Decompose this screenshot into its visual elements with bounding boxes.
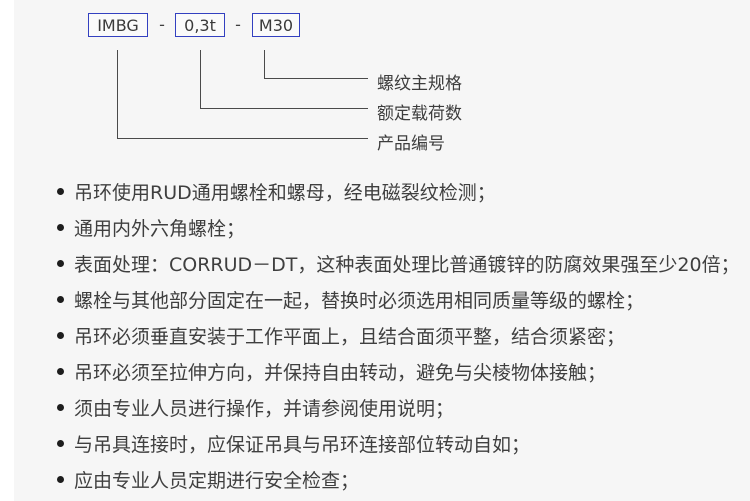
code-box-thread: M30: [252, 13, 300, 37]
usage-notes-list: 吊环使用RUD通用螺栓和螺母，经电磁裂纹检测； 通用内外六角螺栓； 表面处理：C…: [57, 173, 740, 497]
bullet-icon: [57, 475, 64, 483]
bullet-icon: [57, 187, 64, 195]
left-margin-strip: [0, 0, 14, 501]
connector-line-horizontal-thread: [264, 78, 368, 79]
separator-dash: -: [159, 15, 165, 34]
code-box-thread-label: M30: [258, 15, 294, 35]
list-item: 螺栓与其他部分固定在一起，替换时必须选用相同质量等级的螺栓；: [57, 281, 740, 317]
note-text: 通用内外六角螺栓；: [74, 217, 246, 240]
bullet-icon: [57, 439, 64, 447]
connector-line-vertical-thread: [264, 50, 265, 78]
list-item: 表面处理：CORRUD－DT，这种表面处理比普通镀锌的防腐效果强至少20倍；: [57, 245, 740, 281]
callout-thread-spec: 螺纹主规格: [377, 74, 462, 94]
note-text: 螺栓与其他部分固定在一起，替换时必须选用相同质量等级的螺栓；: [74, 289, 645, 312]
bullet-icon: [57, 295, 64, 303]
bullet-icon: [57, 403, 64, 411]
connector-line-horizontal-series: [117, 138, 368, 139]
code-box-load-label: 0,3t: [184, 15, 216, 35]
list-item: 须由专业人员进行操作，并请参阅使用说明；: [57, 389, 740, 425]
connector-line-vertical-load: [200, 50, 201, 108]
code-box-series-label: IMBG: [97, 15, 139, 35]
note-text: 吊环使用RUD通用螺栓和螺母，经电磁裂纹检测；: [74, 181, 496, 204]
bullet-icon: [57, 223, 64, 231]
code-box-series: IMBG: [88, 13, 148, 37]
note-text: 表面处理：CORRUD－DT，这种表面处理比普通镀锌的防腐效果强至少20倍；: [74, 253, 740, 276]
list-item: 吊环使用RUD通用螺栓和螺母，经电磁裂纹检测；: [57, 173, 740, 209]
connector-line-horizontal-load: [200, 108, 368, 109]
list-item: 与吊具连接时，应保证吊具与吊环连接部位转动自如；: [57, 425, 740, 461]
list-item: 通用内外六角螺栓；: [57, 209, 740, 245]
bullet-icon: [57, 367, 64, 375]
connector-line-vertical-series: [117, 50, 118, 138]
note-text: 应由专业人员定期进行安全检查；: [74, 469, 360, 492]
bullet-icon: [57, 331, 64, 339]
callout-product-number: 产品编号: [377, 134, 445, 154]
list-item: 吊环必须至拉伸方向，并保持自由转动，避免与尖棱物体接触；: [57, 353, 740, 389]
callout-rated-load: 额定载荷数: [377, 104, 462, 124]
list-item: 应由专业人员定期进行安全检查；: [57, 461, 740, 497]
note-text: 吊环必须垂直安装于工作平面上，且结合面须平整，结合须紧密；: [74, 325, 626, 348]
note-text: 须由专业人员进行操作，并请参阅使用说明；: [74, 397, 455, 420]
list-item: 吊环必须垂直安装于工作平面上，且结合面须平整，结合须紧密；: [57, 317, 740, 353]
note-text: 吊环必须至拉伸方向，并保持自由转动，避免与尖棱物体接触；: [74, 361, 607, 384]
bullet-icon: [57, 259, 64, 267]
code-box-load: 0,3t: [175, 13, 225, 37]
note-text: 与吊具连接时，应保证吊具与吊环连接部位转动自如；: [74, 433, 531, 456]
separator-dash: -: [235, 15, 241, 34]
